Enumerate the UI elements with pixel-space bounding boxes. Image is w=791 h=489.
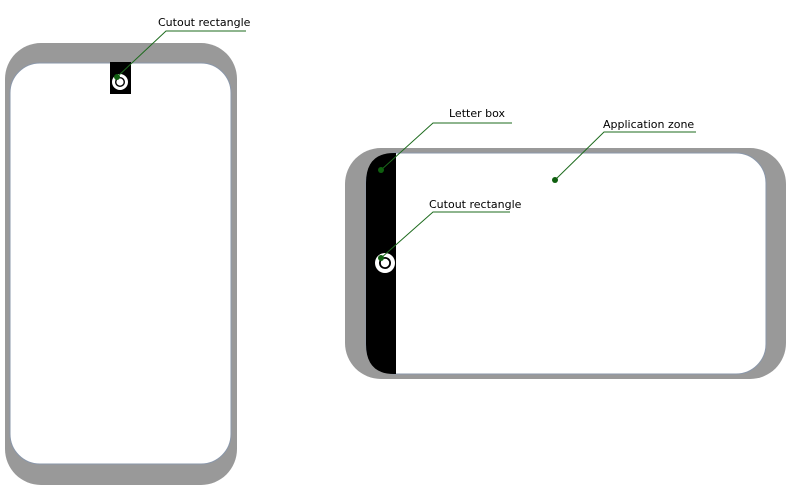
leader-line xyxy=(554,131,696,181)
callout-portrait-cutout: Cutout rectangle xyxy=(114,16,251,80)
landscape-camera-icon xyxy=(375,253,395,273)
landscape-screen xyxy=(365,152,767,375)
application-zone-label: Application zone xyxy=(603,118,694,131)
leader-line xyxy=(380,211,510,259)
portrait-device xyxy=(5,43,237,485)
landscape-cutout-label: Cutout rectangle xyxy=(429,198,522,211)
leader-dot xyxy=(378,255,384,261)
portrait-screen xyxy=(9,62,232,465)
portrait-cutout-label: Cutout rectangle xyxy=(158,16,251,29)
leader-dot xyxy=(114,74,120,80)
letter-box-label: Letter box xyxy=(449,107,505,120)
leader-line xyxy=(380,122,512,171)
callout-application-zone: Application zone xyxy=(552,118,696,183)
landscape-device xyxy=(345,148,786,379)
leader-line xyxy=(116,30,246,78)
callout-landscape-cutout: Cutout rectangle xyxy=(378,198,522,261)
callout-letter-box: Letter box xyxy=(378,107,512,173)
leader-dot xyxy=(552,177,558,183)
leader-dot xyxy=(378,167,384,173)
